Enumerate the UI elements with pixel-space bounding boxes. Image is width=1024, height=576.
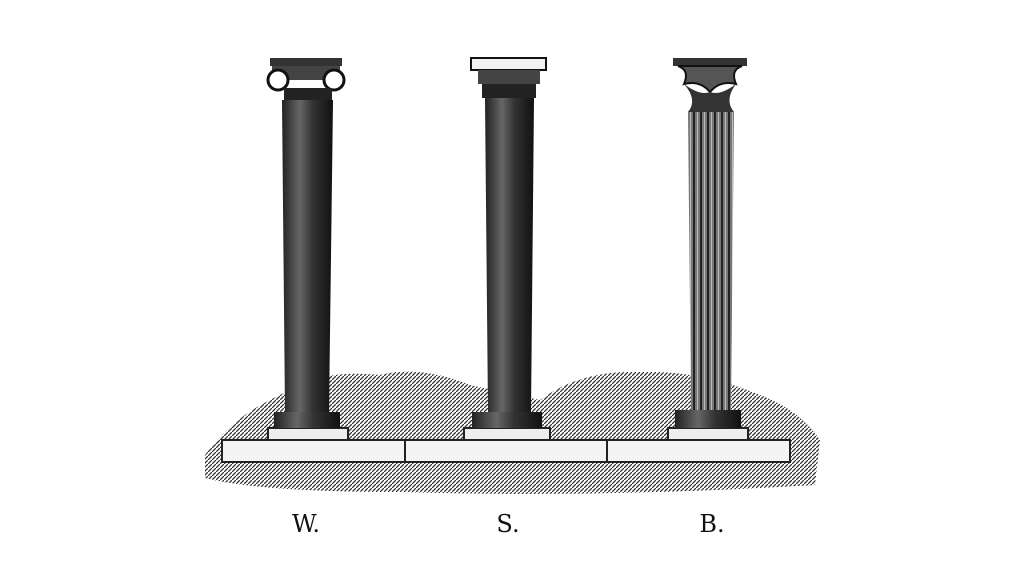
column-label-w: W. xyxy=(291,510,321,538)
column-b xyxy=(667,58,749,441)
plinth xyxy=(221,439,791,463)
column-label-s: S. xyxy=(496,510,520,538)
column-label-b: B. xyxy=(699,510,725,538)
column-w xyxy=(266,58,349,441)
column-s xyxy=(463,57,551,441)
